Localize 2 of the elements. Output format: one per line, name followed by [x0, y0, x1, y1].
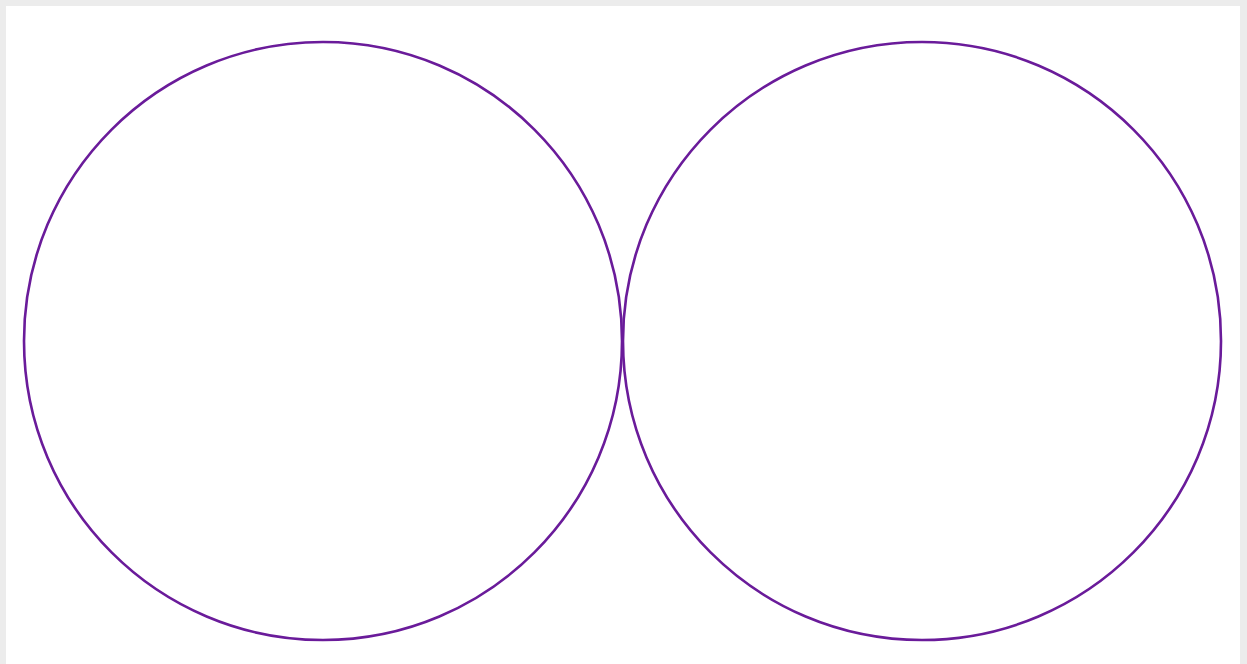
circle	[22, 40, 624, 642]
circle	[621, 40, 1223, 642]
